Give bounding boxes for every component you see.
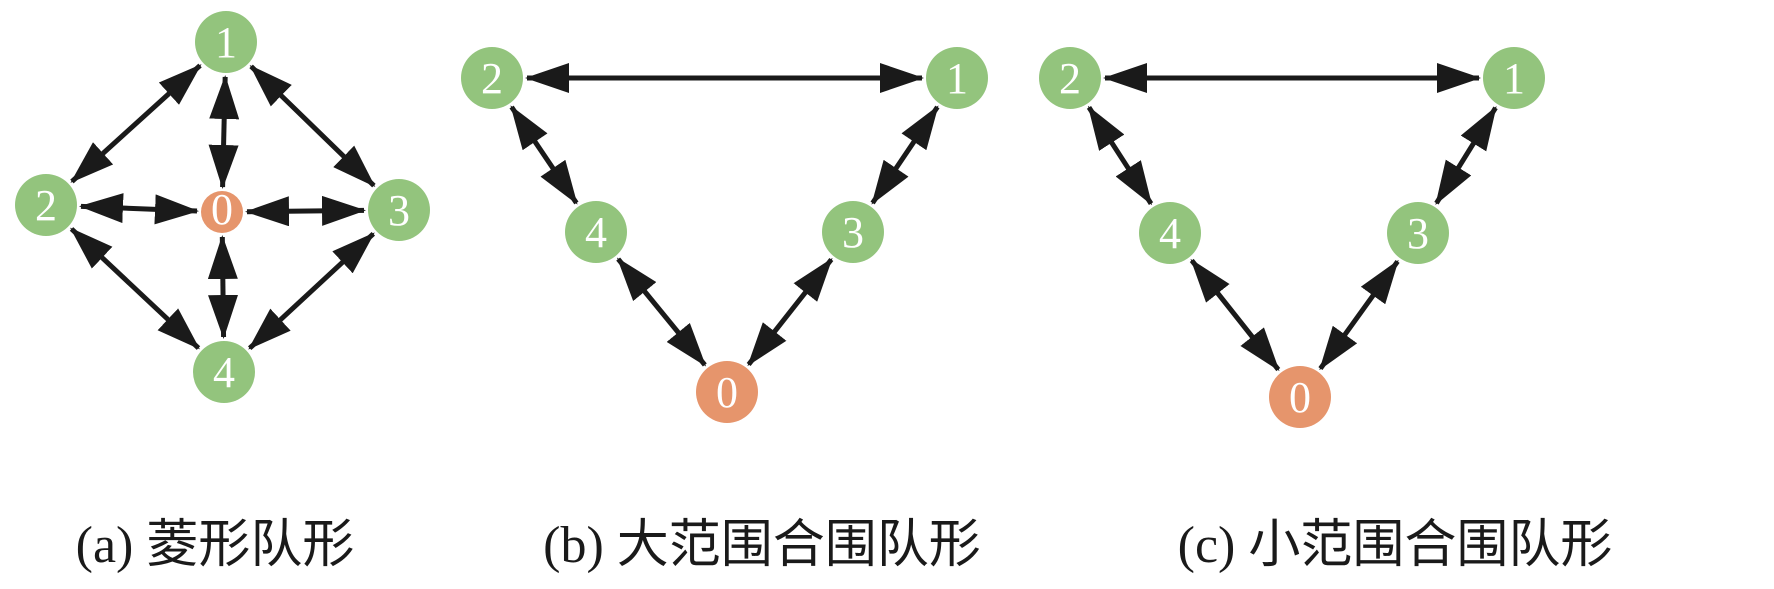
node-3-circle	[822, 201, 884, 263]
edge-3-0	[1318, 259, 1400, 371]
node-3-label: 3	[388, 186, 410, 235]
node-3-circle	[368, 179, 430, 241]
panel-c-caption: (c) 小范围合围队形	[1178, 517, 1613, 574]
edge-1-0	[208, 74, 240, 190]
node-0-circle	[696, 361, 758, 423]
node-2-circle	[461, 47, 523, 109]
panel-c-nodes: 2 1 4 3 0	[1039, 47, 1545, 428]
edge-1-3	[870, 105, 940, 205]
node-2-label: 2	[35, 181, 57, 230]
node-4-label: 4	[1159, 209, 1181, 258]
node-2-circle	[1039, 47, 1101, 109]
edge-3-4	[247, 231, 376, 351]
edge-1-3	[249, 64, 376, 188]
panel-b-caption: (b) 大范围合围队形	[543, 517, 981, 574]
node-2-label: 2	[481, 54, 503, 103]
panel-a: 1 2 0 3 4 (a) 菱形队形	[15, 11, 430, 574]
node-1-label: 1	[946, 54, 968, 103]
panel-a-caption: (a) 菱形队形	[76, 517, 355, 574]
panel-a-nodes: 1 2 0 3 4	[15, 11, 430, 403]
panel-b-nodes: 2 1 4 3 0	[461, 47, 988, 423]
node-1-circle	[926, 47, 988, 109]
node-1-label: 1	[1503, 54, 1525, 103]
node-4-circle	[565, 201, 627, 263]
edge-2-0	[78, 193, 200, 225]
node-0-label: 0	[716, 368, 738, 417]
panel-a-edges	[69, 63, 376, 351]
edge-4-0	[1189, 258, 1281, 372]
node-4-label: 4	[585, 208, 607, 257]
panel-b-edges	[509, 63, 940, 367]
edge-1-2	[70, 63, 202, 184]
panel-c: 2 1 4 3 0 (c) 小范围合围队形	[1039, 47, 1612, 574]
node-3-label: 3	[1407, 209, 1429, 258]
node-0-circle	[1269, 366, 1331, 428]
edge-0-4	[207, 234, 239, 340]
node-0-label: 0	[1289, 373, 1311, 422]
edge-2-4	[69, 227, 201, 350]
node-4-circle	[1139, 202, 1201, 264]
node-2-label: 2	[1059, 54, 1081, 103]
node-1-label: 1	[215, 18, 237, 67]
edge-2-4	[509, 105, 579, 205]
node-4-circle	[193, 341, 255, 403]
edge-1-3	[1434, 106, 1498, 205]
node-4-label: 4	[213, 348, 235, 397]
panel-c-edges	[1086, 63, 1498, 372]
node-3-label: 3	[842, 208, 864, 257]
node-1-circle	[1483, 47, 1545, 109]
edge-2-4	[1086, 105, 1154, 206]
node-2-circle	[15, 174, 77, 236]
node-0-circle	[201, 191, 243, 233]
edge-0-3	[244, 195, 367, 227]
edge-3-0	[746, 257, 834, 367]
node-0-label: 0	[211, 185, 233, 234]
edge-4-0	[616, 257, 707, 367]
node-1-circle	[195, 11, 257, 73]
node-3-circle	[1387, 202, 1449, 264]
panel-b: 2 1 4 3 0 (b) 大范围合围队形	[461, 47, 988, 574]
